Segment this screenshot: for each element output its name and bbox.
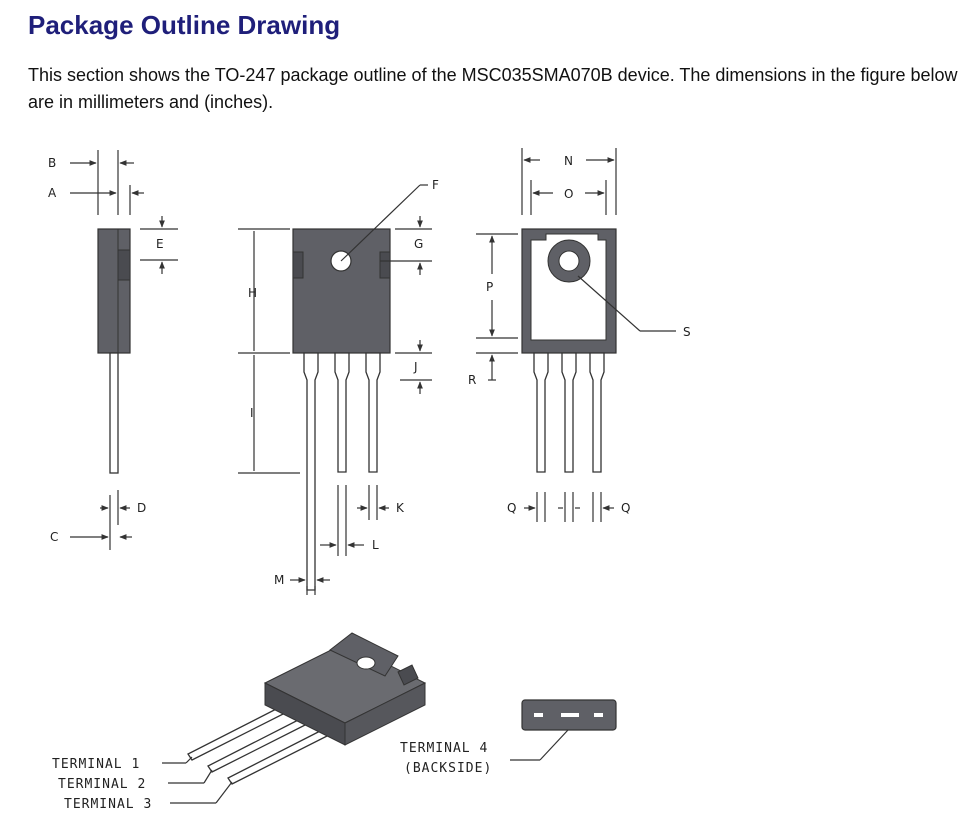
label-e: E <box>156 237 164 251</box>
terminal-1-label: TERMINAL 1 <box>52 757 140 772</box>
label-p: P <box>486 280 493 294</box>
side-view: B A E D C <box>48 150 178 550</box>
terminal-4-label: TERMINAL 4 <box>400 741 488 756</box>
label-a: A <box>48 186 57 200</box>
label-n: N <box>564 154 573 168</box>
label-d: D <box>137 501 146 515</box>
front-view-body <box>292 228 391 354</box>
label-l: L <box>372 538 379 552</box>
label-j: J <box>413 360 418 374</box>
label-k: K <box>396 501 405 515</box>
page-title: Package Outline Drawing <box>28 10 341 40</box>
label-h: H <box>248 286 257 300</box>
back-view: N O P R S Q Q <box>468 148 691 522</box>
label-r: R <box>468 373 476 387</box>
intro-paragraph: This section shows the TO-247 package ou… <box>28 65 958 112</box>
label-g: G <box>414 237 423 251</box>
label-q-right: Q <box>621 501 630 515</box>
front-view: F G H I J K L M <box>238 178 439 595</box>
label-o: O <box>564 187 573 201</box>
label-f: F <box>432 178 439 192</box>
label-b: B <box>48 156 56 170</box>
label-q-left: Q <box>507 501 516 515</box>
label-i: I <box>250 406 254 420</box>
label-c: C <box>50 530 58 544</box>
iso-mounting-hole <box>356 656 376 670</box>
isometric-view: TERMINAL 1 TERMINAL 2 TERMINAL 3 <box>52 632 427 812</box>
label-s: S <box>683 325 691 339</box>
backside-view: TERMINAL 4 (BACKSIDE) <box>400 699 617 776</box>
side-view-body <box>97 228 131 354</box>
terminal-4-note: (BACKSIDE) <box>404 761 492 776</box>
terminal-3-label: TERMINAL 3 <box>64 797 152 812</box>
terminal-2-label: TERMINAL 2 <box>58 777 146 792</box>
side-view-lead <box>109 352 119 474</box>
label-m: M <box>274 573 284 587</box>
